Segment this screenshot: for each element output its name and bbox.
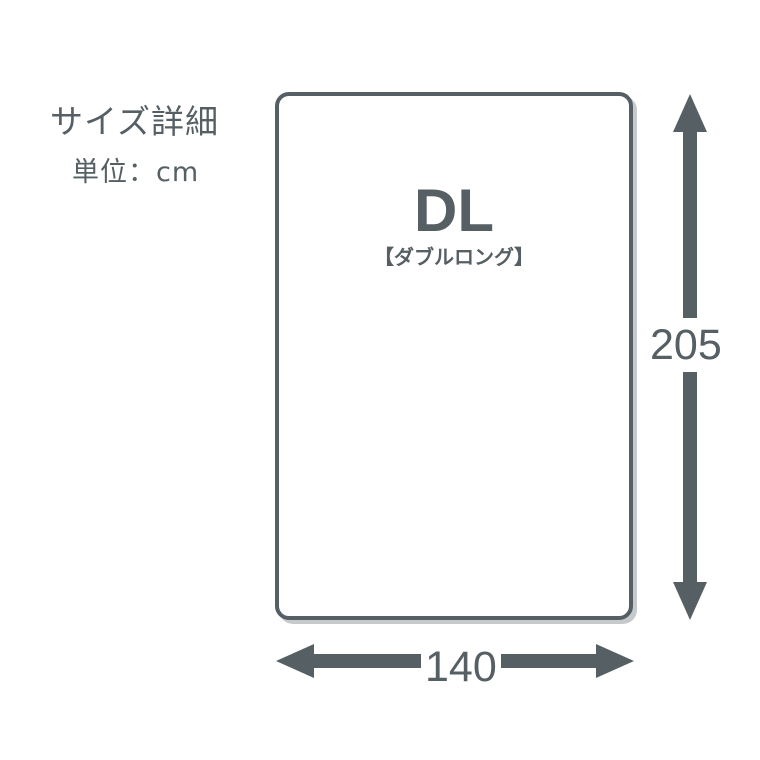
- mattress-outline: DL 【ダブルロング】: [275, 92, 633, 620]
- mattress-length-label: 205: [650, 318, 722, 372]
- mattress-size-name: 【ダブルロング】: [374, 245, 534, 269]
- unit-label: 単位：cm: [72, 157, 200, 188]
- mattress-size-code: DL: [414, 177, 494, 244]
- size-details-title: サイズ詳細: [50, 102, 220, 141]
- mattress-width-label: 140: [421, 644, 501, 690]
